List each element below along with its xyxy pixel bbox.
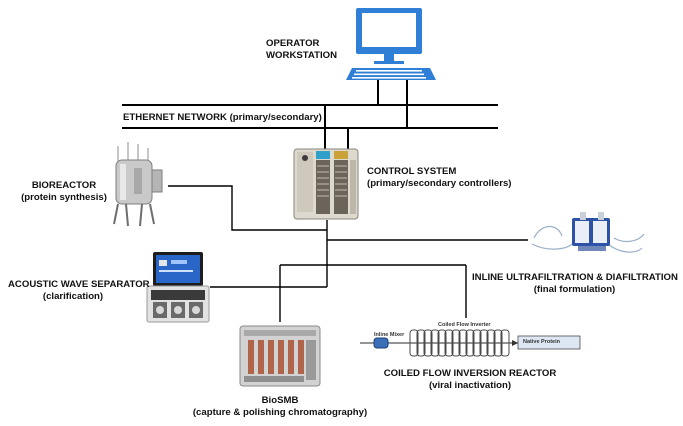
native-protein-label: Native Protein — [523, 339, 560, 345]
biosmb-label: BioSMB (capture & polishing chromatograp… — [192, 395, 368, 418]
coiled-flow-inverter-label: Coiled Flow Inverter — [438, 322, 491, 328]
acoustic-separator-icon — [145, 250, 211, 324]
ultrafiltration-label: INLINE ULTRAFILTRATION & DIAFILTRATION (… — [472, 272, 678, 295]
filtration-unit-icon — [528, 208, 648, 256]
computer-monitor-icon — [340, 6, 440, 82]
bioreactor-label: BIOREACTOR (protein synthesis) — [21, 180, 107, 203]
coiled-reactor-label: COILED FLOW INVERSION REACTOR (viral ina… — [383, 368, 557, 391]
inline-mixer-label: Inline Mixer — [374, 332, 405, 338]
acoustic-separator-label: ACOUSTIC WAVE SEPARATOR (clarification) — [8, 279, 150, 302]
control-cabinet-icon — [292, 148, 360, 220]
workstation-label: OPERATOR WORKSTATION — [266, 38, 338, 61]
chromatography-icon — [236, 320, 324, 392]
bioreactor-icon — [104, 140, 168, 230]
coiled-reactor-icon — [358, 316, 588, 364]
ethernet-network-label: ETHERNET NETWORK (primary/secondary) — [123, 112, 322, 123]
control-system-label: CONTROL SYSTEM (primary/secondary contro… — [367, 166, 512, 189]
